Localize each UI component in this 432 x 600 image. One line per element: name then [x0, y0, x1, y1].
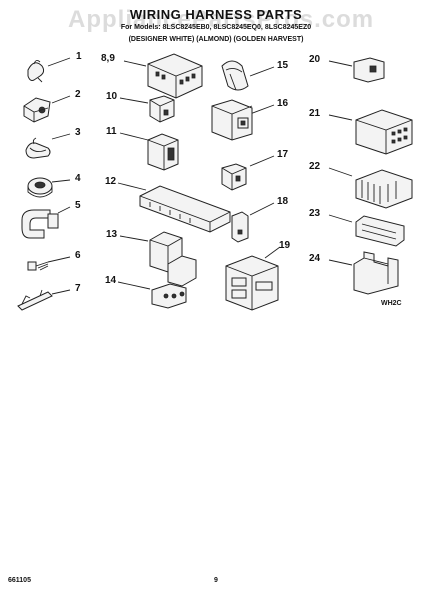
- part-label-14: 14: [105, 275, 117, 286]
- part-label-3: 3: [75, 127, 81, 138]
- part-label-7: 7: [75, 283, 81, 294]
- part-label-24: 24: [309, 253, 321, 264]
- part-label-16: 16: [277, 98, 289, 109]
- page-number: 9: [214, 577, 218, 584]
- part-label-13: 13: [106, 229, 118, 240]
- part-label-22: 22: [309, 161, 321, 172]
- part-label-10: 10: [106, 91, 118, 102]
- watermark: AppliancePartsPros.com: [68, 6, 375, 33]
- colors-line: (DESIGNER WHITE) (ALMOND) (GOLDEN HARVES…: [128, 36, 304, 43]
- part-label-23: 23: [309, 208, 321, 219]
- drawing-code: WH2C: [381, 300, 402, 307]
- document-number: 661105: [8, 577, 31, 584]
- part-label-12: 12: [105, 176, 117, 187]
- part-label-5: 5: [75, 200, 81, 211]
- part-label-20: 20: [309, 54, 321, 65]
- part-label-21: 21: [309, 108, 321, 119]
- part-label-18: 18: [277, 196, 289, 207]
- part-label-8-9: 8,9: [101, 53, 115, 64]
- part-label-19: 19: [279, 240, 291, 251]
- page-title: WIRING HARNESS PARTS: [129, 7, 303, 22]
- part-label-1: 1: [76, 51, 82, 62]
- part-label-2: 2: [75, 89, 81, 100]
- part-label-4: 4: [75, 173, 81, 184]
- models-line: For Models: 8LSC8245EB0, 8LSC8245EQ0, 8L…: [120, 24, 312, 31]
- part-label-11: 11: [106, 126, 117, 137]
- part-label-17: 17: [277, 149, 289, 160]
- part-label-6: 6: [75, 250, 81, 261]
- part-label-15: 15: [277, 60, 289, 71]
